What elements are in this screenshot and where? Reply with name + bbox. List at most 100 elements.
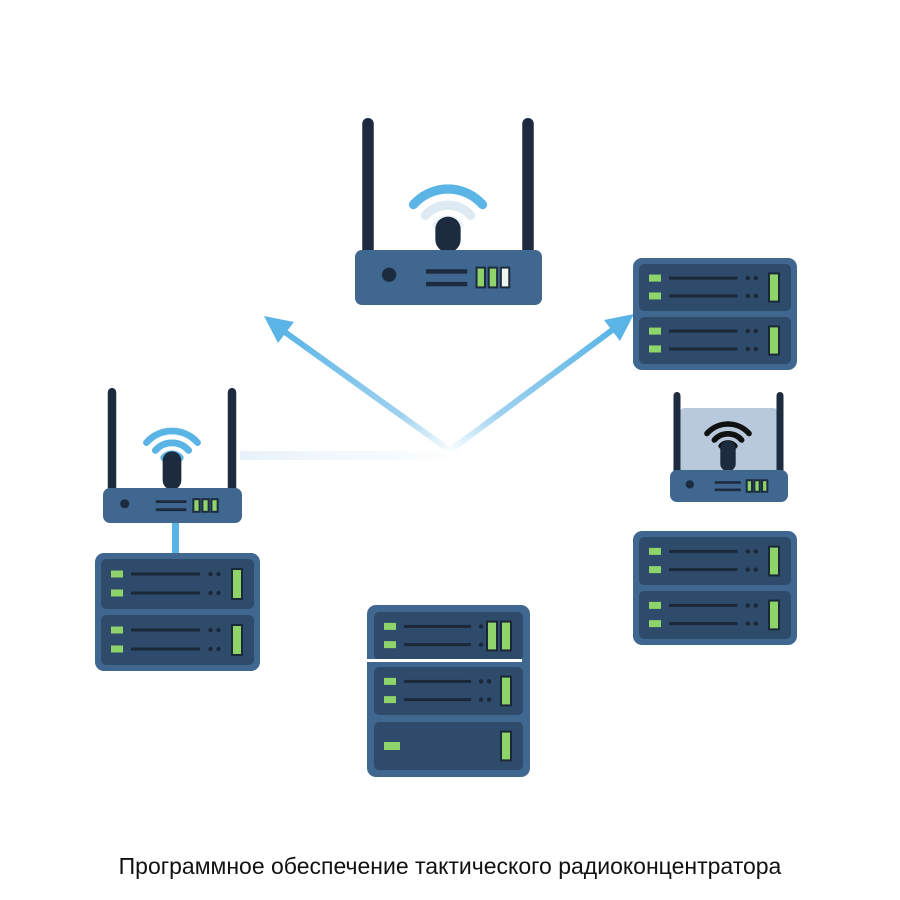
indicator-dot [478, 697, 484, 702]
indicator-dot [745, 567, 750, 572]
drive-led [384, 677, 396, 685]
unit-panel [374, 667, 523, 715]
drive-slot [131, 628, 200, 632]
drive-led [111, 589, 123, 597]
drive-led [649, 547, 661, 555]
drive-slot [669, 603, 738, 607]
vent-line [155, 500, 187, 504]
unit-panel [374, 722, 523, 770]
top-router [355, 118, 542, 305]
server-unit [374, 722, 523, 770]
status-led [231, 568, 243, 600]
drive-led [649, 327, 661, 335]
left-server [95, 553, 260, 671]
server-unit [639, 264, 791, 311]
drive-led [384, 742, 400, 750]
status-led [499, 266, 511, 289]
indicator-dot [478, 642, 484, 647]
server-unit [374, 612, 523, 660]
arrow-left-line [279, 327, 455, 455]
status-led [486, 620, 498, 652]
drive-slot [669, 347, 738, 351]
antenna-icon [107, 388, 117, 493]
status-led [500, 620, 512, 652]
router-backplate [679, 408, 779, 472]
indicator-dot [478, 624, 484, 629]
status-led [192, 498, 201, 513]
indicator-dot [753, 346, 758, 352]
drive-slot [669, 329, 738, 333]
drive-led [111, 626, 123, 634]
wifi-arc [143, 427, 201, 446]
unit-panel [101, 559, 254, 609]
server-unit [101, 615, 254, 665]
drive-slot [404, 624, 472, 628]
left-router-server-link [172, 520, 179, 556]
right-router [670, 392, 788, 502]
connection-links [172, 314, 634, 556]
router-body [103, 488, 242, 523]
power-button-icon [120, 499, 130, 509]
drive-slot [669, 276, 738, 280]
arrow-right-line [445, 325, 618, 455]
status-led [761, 479, 769, 493]
antenna-icon [776, 392, 784, 475]
status-led [487, 266, 499, 289]
status-led [475, 266, 486, 289]
indicator-dot [745, 603, 750, 608]
indicator-dot [486, 697, 492, 702]
router-body [355, 250, 542, 305]
drive-led [649, 601, 661, 609]
indicator-dot [753, 328, 758, 334]
indicator-dot [753, 275, 758, 281]
drive-slot [669, 568, 738, 572]
drive-slot [404, 698, 472, 702]
status-led [768, 325, 780, 356]
server-unit [639, 317, 791, 364]
drive-led [649, 274, 661, 282]
right-bottom-server [633, 531, 797, 645]
drive-led [649, 566, 661, 574]
drive-led [384, 622, 396, 630]
vent-line [426, 281, 468, 287]
drive-led [111, 645, 123, 653]
antenna-icon [522, 118, 534, 255]
indicator-dot [216, 646, 221, 652]
drive-slot [404, 643, 472, 647]
indicator-dot [753, 293, 758, 299]
drive-slot [669, 294, 738, 298]
center-server [362, 605, 530, 777]
server-unit [374, 667, 523, 715]
drive-led [384, 696, 396, 704]
drive-slot [669, 549, 738, 553]
wifi-arc [704, 421, 752, 437]
drive-slot [131, 591, 200, 595]
indicator-dot [745, 549, 750, 554]
power-button-icon [685, 480, 695, 489]
drive-slot [131, 647, 200, 651]
drive-led [649, 292, 661, 300]
indicator-dot [745, 346, 750, 352]
antenna-icon [227, 388, 237, 493]
indicator-dot [216, 627, 221, 633]
indicator-dot [208, 590, 213, 596]
antenna-icon [362, 118, 374, 255]
server-unit [639, 537, 791, 585]
indicator-dot [745, 621, 750, 626]
arrowhead-right-icon [604, 314, 634, 341]
status-led [500, 730, 512, 762]
server-unit [639, 591, 791, 639]
drive-slot [404, 679, 472, 683]
status-led [768, 272, 780, 303]
drive-led [111, 570, 123, 578]
drive-led [384, 641, 396, 649]
indicator-dot [745, 293, 750, 299]
unit-panel [101, 615, 254, 665]
status-led [210, 498, 219, 513]
indicator-dot [216, 590, 221, 596]
horizontal-link [240, 451, 470, 460]
wifi-arc [711, 431, 745, 443]
unit-panel [639, 591, 791, 639]
unit-panel [639, 317, 791, 364]
